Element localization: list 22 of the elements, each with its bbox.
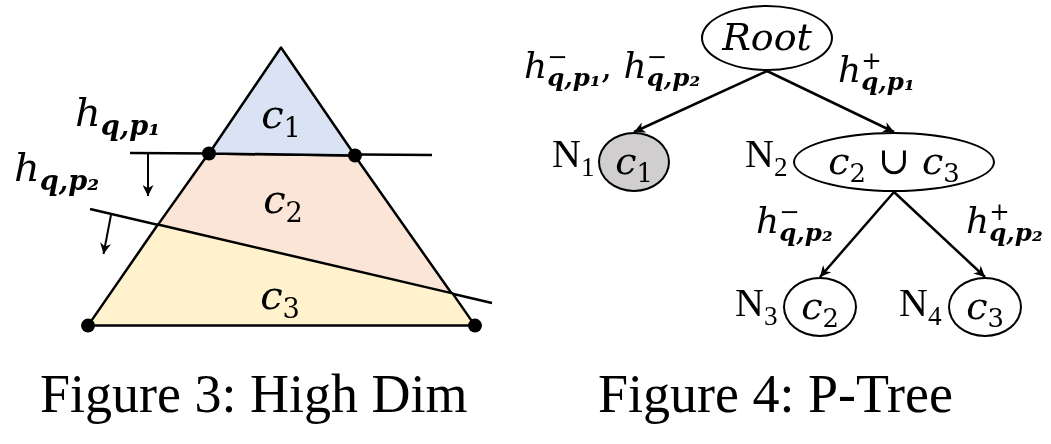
node-label: Root [722,17,812,59]
hyperplane-label: h$_{q,p₂}$ [14,143,100,198]
node-tag: N$_{1}$ [552,130,595,178]
arrow [893,191,986,278]
node-label: c$_{3}$ [966,286,1004,328]
region-shape [81,223,482,333]
arrow [633,69,768,134]
arrow [766,69,895,134]
node-label: c$_{1}$ [261,92,301,136]
figure-caption: Figure 3: High Dim [40,363,468,426]
figure-caption: Figure 4: P-Tree [598,363,953,426]
node-label: c$_{3}$ [260,273,300,317]
node-label: c$_{2}$ ∪ c$_{3}$ [828,141,960,183]
node-label: c$_{2}$ [263,177,303,221]
node-tag: N$_{2}$ [745,130,788,178]
node-label: c$_{1}$ [615,141,653,183]
node-tag: N$_{4}$ [899,279,942,327]
node-tag: N$_{3}$ [735,279,778,327]
node-label: c$_{2}$ [801,286,839,328]
arrow [819,191,895,278]
region-shape [202,45,362,162]
hyperplane-label: h$_{q,p₁}$ [75,88,161,143]
